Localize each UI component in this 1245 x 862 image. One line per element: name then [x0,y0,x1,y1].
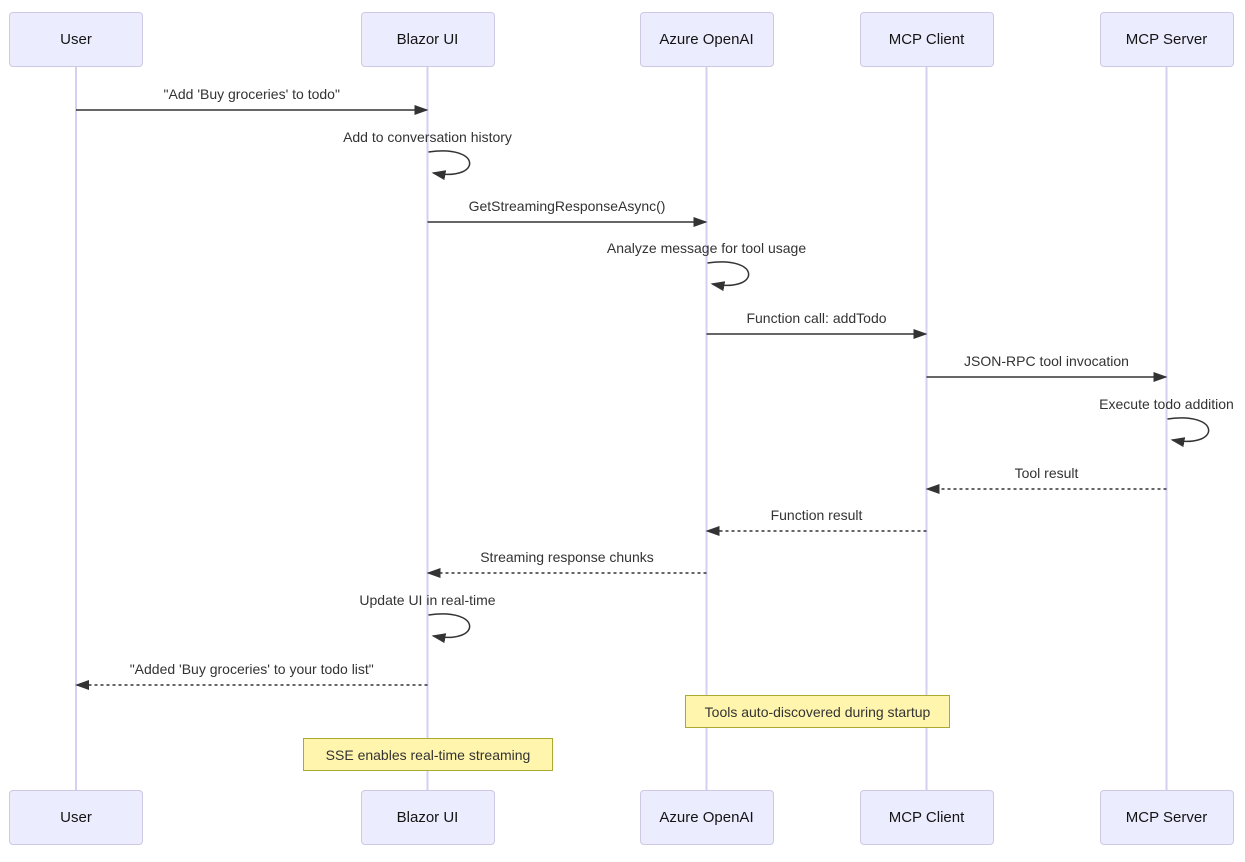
message-label: Function call: addTodo [746,310,887,326]
participant-label: MCP Client [888,809,965,826]
note: Tools auto-discovered during startup [685,695,950,728]
participant-user-top: User [9,12,143,67]
message-label: Function result [770,507,863,523]
participant-label: User [60,31,92,48]
participant-mcp-server-top: MCP Server [1099,12,1234,67]
message-label: Tool result [1014,465,1079,481]
participant-label: Blazor UI [396,809,459,826]
participant-label: Blazor UI [396,31,459,48]
note: SSE enables real-time streaming [303,738,553,771]
participant-label: MCP Server [1125,809,1208,826]
message-label: "Add 'Buy groceries' to todo" [163,86,340,102]
participant-user-bottom: User [9,790,143,845]
participant-azure-openai-top: Azure OpenAI [639,12,774,67]
message-label: JSON-RPC tool invocation [964,353,1129,369]
participant-mcp-server-bottom: MCP Server [1099,790,1234,845]
participant-label: MCP Client [888,31,965,48]
participant-label: User [60,809,92,826]
message-label: Streaming response chunks [480,549,654,565]
message-label: GetStreamingResponseAsync() [468,198,666,214]
participant-blazor-ui-top: Blazor UI [360,12,495,67]
message-label: "Added 'Buy groceries' to your todo list… [129,661,374,677]
self-loop-arrow [428,613,471,644]
participant-mcp-client-top: MCP Client [859,12,994,67]
message-label: Update UI in real-time [359,592,496,608]
self-loop-arrow [1167,417,1210,448]
message-label: Add to conversation history [343,129,512,145]
note-label: SSE enables real-time streaming [325,746,531,763]
message-label: Execute todo addition [1099,396,1234,412]
participant-mcp-client-bottom: MCP Client [859,790,994,845]
participant-label: Azure OpenAI [659,31,754,48]
participant-blazor-ui-bottom: Blazor UI [360,790,495,845]
message-label: Analyze message for tool usage [606,240,807,256]
note-label: Tools auto-discovered during startup [704,703,931,720]
self-loop-arrow [428,150,471,181]
self-loop-arrow [707,261,750,292]
participant-azure-openai-bottom: Azure OpenAI [639,790,774,845]
participant-label: Azure OpenAI [659,809,754,826]
participant-label: MCP Server [1125,31,1208,48]
